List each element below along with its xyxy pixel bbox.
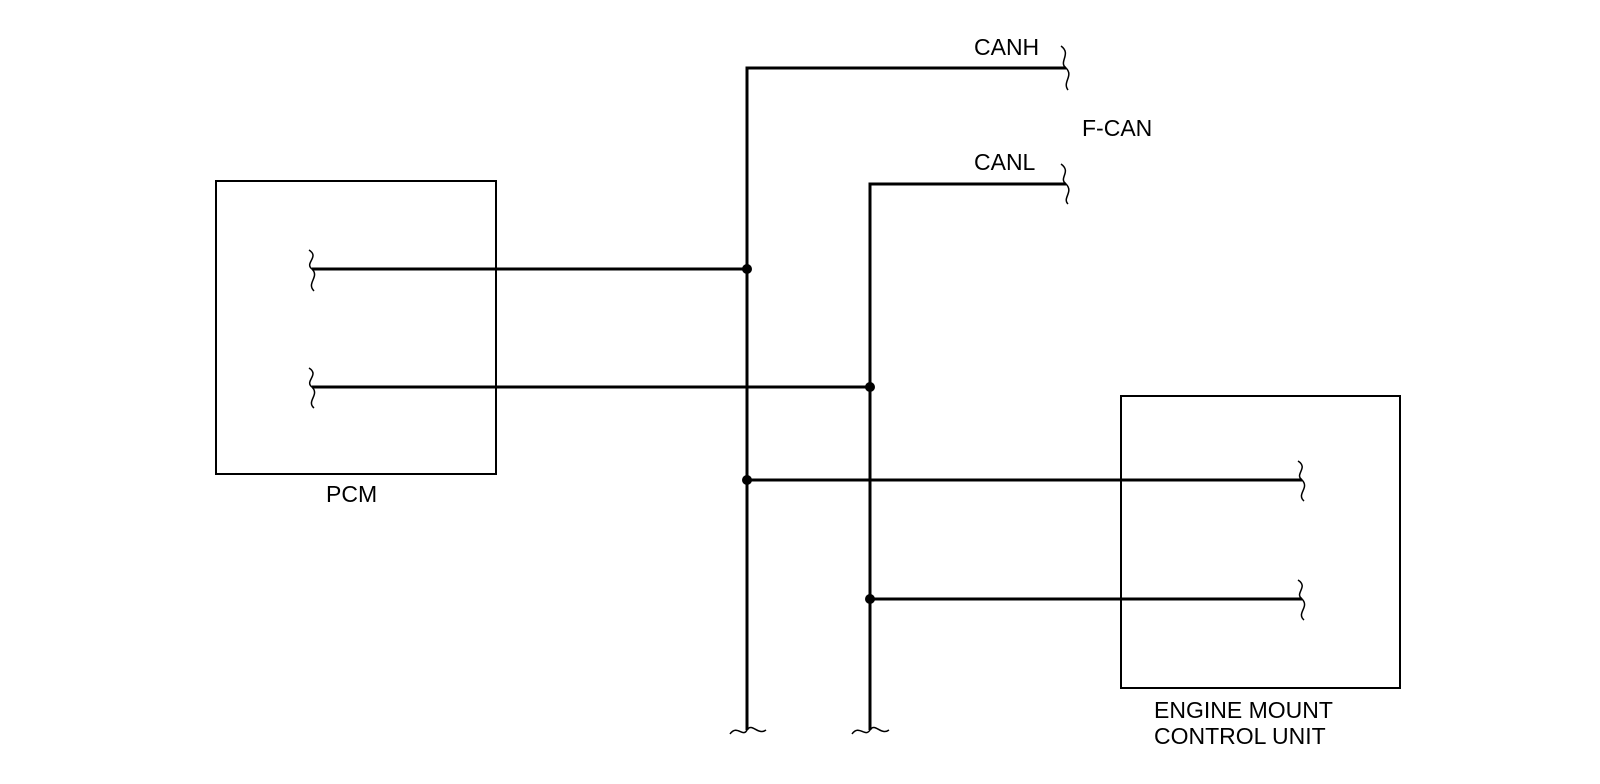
canl-bus-wire (868, 182, 1066, 730)
junction-dot-pcm-canl (865, 382, 875, 392)
canh-bus-wire (745, 66, 1066, 730)
engine-mount-label-line1: ENGINE MOUNT (1154, 697, 1333, 723)
f-can-label: F-CAN (1082, 115, 1152, 141)
canl-label: CANL (974, 149, 1036, 175)
pcm-box (215, 180, 497, 475)
canh-bottom-cut-squiggle (729, 726, 767, 735)
pcm-canh-terminal-squiggle (308, 249, 316, 292)
pcm-label: PCM (326, 481, 377, 507)
emcu-canh-terminal-squiggle (1297, 460, 1306, 502)
pcm-canl-terminal-squiggle (308, 367, 316, 409)
canl-continuation-squiggle (1060, 163, 1070, 205)
engine-mount-label-line2: CONTROL UNIT (1154, 723, 1326, 749)
canl-bottom-cut-squiggle (851, 726, 890, 735)
junction-dot-pcm-canh (742, 264, 752, 274)
junction-dot-emcu-canh (742, 475, 752, 485)
canh-label: CANH (974, 34, 1039, 60)
junction-dot-emcu-canl (865, 594, 875, 604)
canh-continuation-squiggle (1060, 45, 1070, 91)
engine-mount-control-unit-box (1120, 395, 1401, 689)
emcu-canl-terminal-squiggle (1297, 579, 1306, 621)
